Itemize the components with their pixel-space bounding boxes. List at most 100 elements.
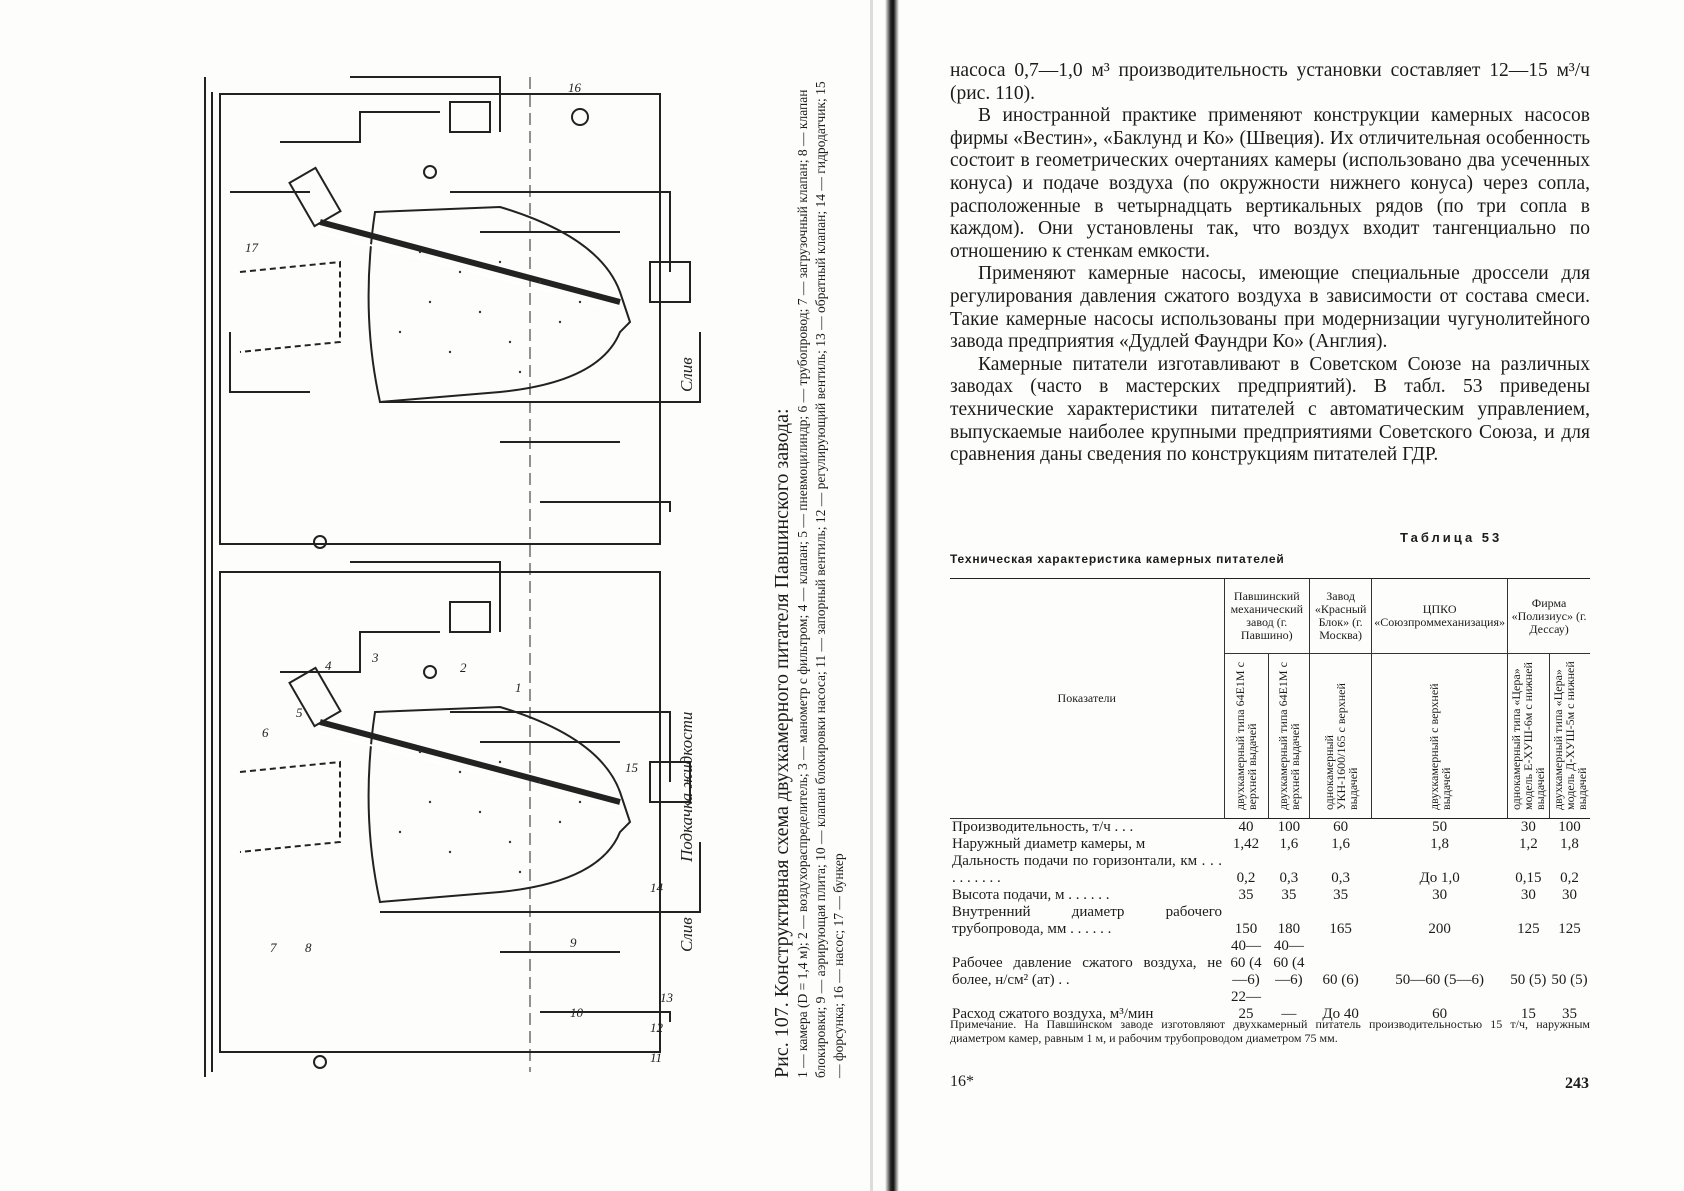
subcol-label: однокамерный УКН-1600/165 с верхней выда… (1321, 682, 1360, 810)
subcol-header: двухкамерный типа 64Е1М с верхней выдаче… (1267, 653, 1310, 819)
spec-table: Показатели Павшинский механический завод… (950, 578, 1590, 1023)
right-page-text: насоса 0,7—1,0 м³ производительность уст… (950, 60, 1590, 467)
row-label: Производительность, т/ч . . . (952, 819, 1134, 835)
cell: 35 (1281, 887, 1297, 903)
label-liquid-supply: Подкачка жидкости (677, 712, 696, 863)
cell: 50 (1432, 819, 1448, 835)
table-row: Наружный диаметр камеры, м 1,42 1,6 1,6 … (950, 836, 1590, 853)
cell: 1,2 (1518, 836, 1538, 852)
label-n7: 7 (270, 940, 277, 955)
table-row: Производительность, т/ч . . . 40 100 60 … (950, 819, 1590, 837)
cell: 1,6 (1331, 836, 1350, 852)
cell: 60 (6) (1322, 972, 1359, 988)
subcol-label: двухкамерный типа 64Е1М с верхней выдаче… (1233, 661, 1260, 810)
cell: 50 (5) (1551, 972, 1588, 988)
cell: 100 (1558, 819, 1581, 835)
row-label: Наружный диаметр камеры, м (952, 836, 1146, 852)
table-note: Примечание. На Павшинском заводе изготов… (950, 1017, 1590, 1045)
row-label: Дальность подачи по горизонтали, км . . … (952, 853, 1222, 886)
paragraph-2: В иностранной практике применяют констру… (950, 105, 1590, 262)
cell: 30 (1520, 819, 1536, 835)
table-title: Техническая характеристика камерных пита… (950, 552, 1285, 566)
label-n15: 15 (625, 760, 639, 775)
cell: 22—25 (1231, 989, 1262, 1022)
paragraph-3: Применяют камерные насосы, имеющие специ… (950, 263, 1590, 353)
group-header-soyuzprommekh: ЦПКО «Союзпроммеханизация» (1371, 578, 1508, 654)
label-drain-top: Слив (677, 357, 696, 392)
row-label: Расход сжатого воздуха, м³/мин (952, 1006, 1154, 1022)
subcol-header: двухкамерный типа «Цера» модель Д-ХУШ-5м… (1548, 653, 1590, 819)
subcol-header: однокамерный УКН-1600/165 с верхней выда… (1309, 653, 1372, 819)
table-number: Таблица 53 (1400, 530, 1503, 545)
paragraph-1: насоса 0,7—1,0 м³ производительность уст… (950, 60, 1590, 104)
label-n4: 4 (325, 658, 332, 673)
cell: 40—60 (4—6) (1273, 938, 1305, 988)
cell: 1,6 (1279, 836, 1299, 852)
label-n14: 14 (650, 880, 664, 895)
label-n13: 13 (660, 990, 674, 1005)
page-number: 243 (1565, 1075, 1589, 1092)
paragraph-4: Камерные питатели изготавливают в Советс… (950, 353, 1590, 466)
cell: 40 (1238, 819, 1254, 835)
label-n3: 3 (371, 650, 379, 665)
subcol-header: однокамерный типа «Цера» модель Е-ХУШ-6м… (1507, 653, 1550, 819)
label-n9: 9 (570, 935, 577, 950)
cell: 0,15 (1515, 870, 1542, 886)
cell: 50 (5) (1510, 972, 1547, 988)
cell: 200 (1428, 921, 1451, 937)
schematic-figure: 16 17 1 2 3 4 5 6 7 8 9 10 11 12 13 14 1… (204, 76, 701, 1077)
label-drain-bottom: Слив (677, 917, 696, 952)
label-n10: 10 (570, 1005, 584, 1020)
table-row: Рабочее давление сжатого воздуха, не бол… (950, 938, 1590, 989)
label-n12: 12 (650, 1020, 664, 1035)
cell: 15 (1520, 1006, 1536, 1022)
cell: 1,8 (1560, 836, 1579, 852)
cell: 1,42 (1232, 836, 1260, 852)
row-label: Высота подачи, м . . . . . . (952, 887, 1110, 903)
cell: 35 (1333, 887, 1349, 903)
cell: 30 (1432, 887, 1448, 903)
cell: 35 (1562, 1006, 1577, 1022)
cell: 0,3 (1331, 870, 1350, 886)
book-gutter (885, 0, 899, 1191)
cell: До 1,0 (1419, 870, 1460, 886)
subcol-label: двухкамерный типа 64Е1М с верхней выдаче… (1275, 661, 1302, 810)
subcol-label: однокамерный типа «Цера» модель Е-ХУШ-6м… (1509, 661, 1548, 810)
subcol-label: двухкамерный типа «Цера» модель Д-ХУШ-5м… (1550, 660, 1589, 810)
row-label: Внутренний диаметр рабочего трубопровода… (952, 904, 1222, 937)
label-n5: 5 (296, 705, 303, 720)
label-n17: 17 (245, 240, 259, 255)
figure-caption: Рис. 107. Конструктивная схема двухкамер… (770, 78, 850, 1078)
cell: 40—60 (4—6) (1230, 938, 1262, 988)
table-row: Внутренний диаметр рабочего трубопровода… (950, 904, 1590, 938)
gutter-shadow (870, 0, 873, 1191)
cell: 60 (1432, 1006, 1448, 1022)
cell: До 40 (1322, 1006, 1359, 1022)
cell: 1,8 (1430, 836, 1450, 852)
group-header-polysius: Фирма «Полизиус» (г. Дессау) (1507, 578, 1590, 654)
cell: 50—60 (5—6) (1395, 972, 1485, 988)
figure-legend: 1 — камера (D = 1,4 м); 2 — воздухораспр… (795, 81, 846, 1078)
table-row: Дальность подачи по горизонтали, км . . … (950, 853, 1590, 887)
group-header-pavshino: Павшинский механический завод (г. Павшин… (1223, 578, 1310, 654)
cell: 60 (1333, 819, 1349, 835)
subcol-header: двухкамерный с верхней выдачей (1371, 653, 1508, 819)
label-n11: 11 (650, 1050, 662, 1065)
cell: — (1281, 1006, 1297, 1022)
table-row: Расход сжатого воздуха, м³/мин 22—25 — Д… (950, 989, 1590, 1023)
cell: 35 (1238, 887, 1254, 903)
row-label: Рабочее давление сжатого воздуха, не бол… (952, 955, 1222, 988)
signature-mark: 16* (950, 1073, 974, 1090)
label-n16: 16 (568, 80, 582, 95)
subcol-label: двухкамерный с верхней выдачей (1426, 682, 1453, 810)
figure-title: Рис. 107. Конструктивная схема двухкамер… (771, 408, 793, 1078)
cell: 30 (1520, 887, 1536, 903)
subcol-header: двухкамерный типа 64Е1М с верхней выдаче… (1223, 653, 1269, 819)
label-n6: 6 (262, 725, 269, 740)
cell: 30 (1562, 887, 1577, 903)
column-header-indicators: Показатели (950, 578, 1224, 819)
cell: 150 (1234, 921, 1258, 937)
cell: 125 (1558, 921, 1581, 937)
left-page: 16 17 1 2 3 4 5 6 7 8 9 10 11 12 13 14 1… (204, 76, 850, 1078)
